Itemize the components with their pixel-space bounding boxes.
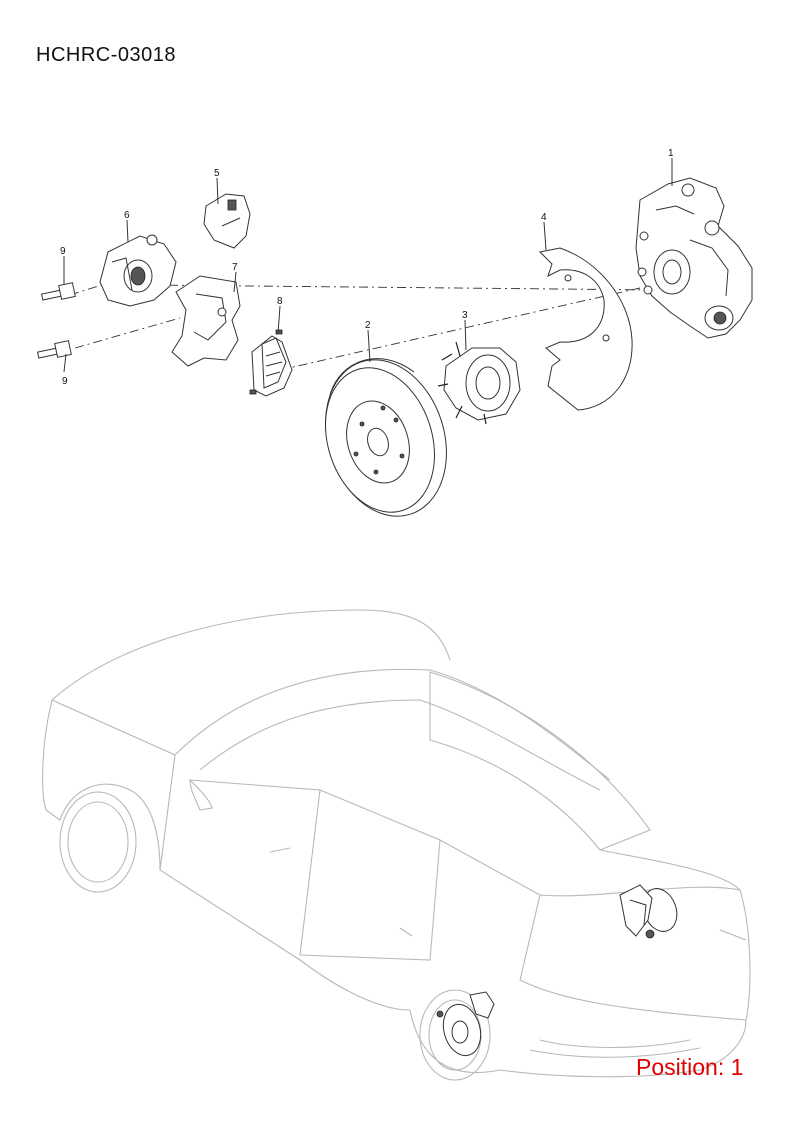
knuckle-part-1 bbox=[635, 177, 753, 339]
callout-9-upper: 9 bbox=[60, 246, 66, 257]
epb-motor-part-5 bbox=[203, 193, 251, 249]
bolt-axis-lower bbox=[74, 317, 181, 349]
bolt-lower-part-9 bbox=[37, 340, 72, 359]
callout-8: 8 bbox=[277, 296, 283, 307]
callout-2: 2 bbox=[365, 320, 371, 331]
callout-6: 6 bbox=[124, 210, 130, 221]
rear-brake-highlight-far bbox=[619, 884, 678, 939]
diagram-code: HCHRC-03018 bbox=[36, 44, 176, 66]
bolt-upper-part-9 bbox=[41, 282, 76, 301]
rear-brake-highlight-near bbox=[436, 991, 495, 1057]
caliper-bracket-part-7 bbox=[171, 275, 241, 367]
callout-5: 5 bbox=[214, 168, 220, 179]
hub-bearing-part-3 bbox=[437, 341, 521, 425]
callout-9-lower: 9 bbox=[62, 376, 68, 387]
brake-pads-part-8 bbox=[249, 329, 293, 397]
callout-4: 4 bbox=[541, 212, 547, 223]
axle-axis bbox=[279, 287, 641, 371]
assembly-axis bbox=[149, 284, 661, 291]
vehicle-outline bbox=[42, 609, 751, 1081]
callout-1: 1 bbox=[668, 148, 674, 159]
brake-rotor-part-2 bbox=[325, 358, 447, 517]
position-label: Position: 1 bbox=[636, 1054, 744, 1080]
caliper-part-6 bbox=[99, 234, 177, 307]
callout-7: 7 bbox=[232, 262, 238, 273]
dust-shield-part-4 bbox=[538, 247, 633, 411]
callout-3: 3 bbox=[462, 310, 468, 321]
